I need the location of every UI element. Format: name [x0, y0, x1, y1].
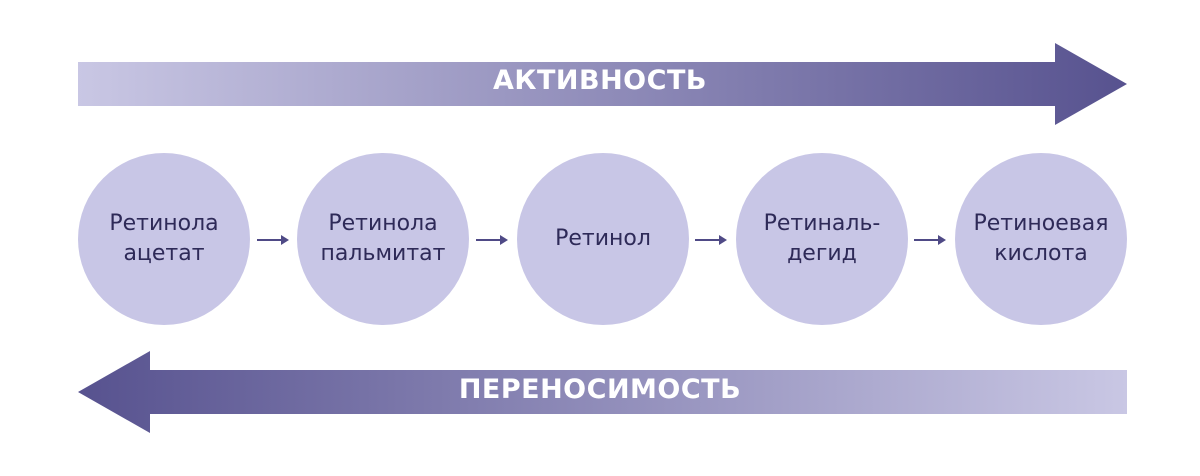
flow-arrow-icon — [914, 235, 946, 245]
tolerability-arrow — [78, 351, 1127, 433]
activity-arrow — [78, 43, 1127, 125]
stage-retinoic-acid: Ретиноевая кислота — [955, 153, 1127, 325]
stage-retinyl-acetate: Ретинола ацетат — [78, 153, 250, 325]
stage-label: Ретиноевая кислота — [973, 211, 1109, 266]
activity-label: АКТИВНОСТЬ — [493, 65, 707, 96]
stage-retinol: Ретинол — [517, 153, 689, 325]
stage-label: Ретинола пальмитат — [320, 211, 446, 266]
tolerability-label: ПЕРЕНОСИМОСТЬ — [458, 374, 742, 405]
activity-arrow-shape — [78, 43, 1127, 125]
flow-arrow-icon — [257, 235, 289, 245]
stage-label: Ретинол — [555, 226, 651, 251]
stage-label: Ретинола ацетат — [109, 211, 219, 266]
stage-retinaldehyde: Ретиналь- дегид — [736, 153, 908, 325]
flow-arrow-icon — [476, 235, 508, 245]
stage-label: Ретиналь- дегид — [763, 211, 881, 266]
stage-retinyl-palmitate: Ретинола пальмитат — [297, 153, 469, 325]
flow-arrow-icon — [695, 235, 727, 245]
tolerability-arrow-shape — [78, 351, 1127, 433]
